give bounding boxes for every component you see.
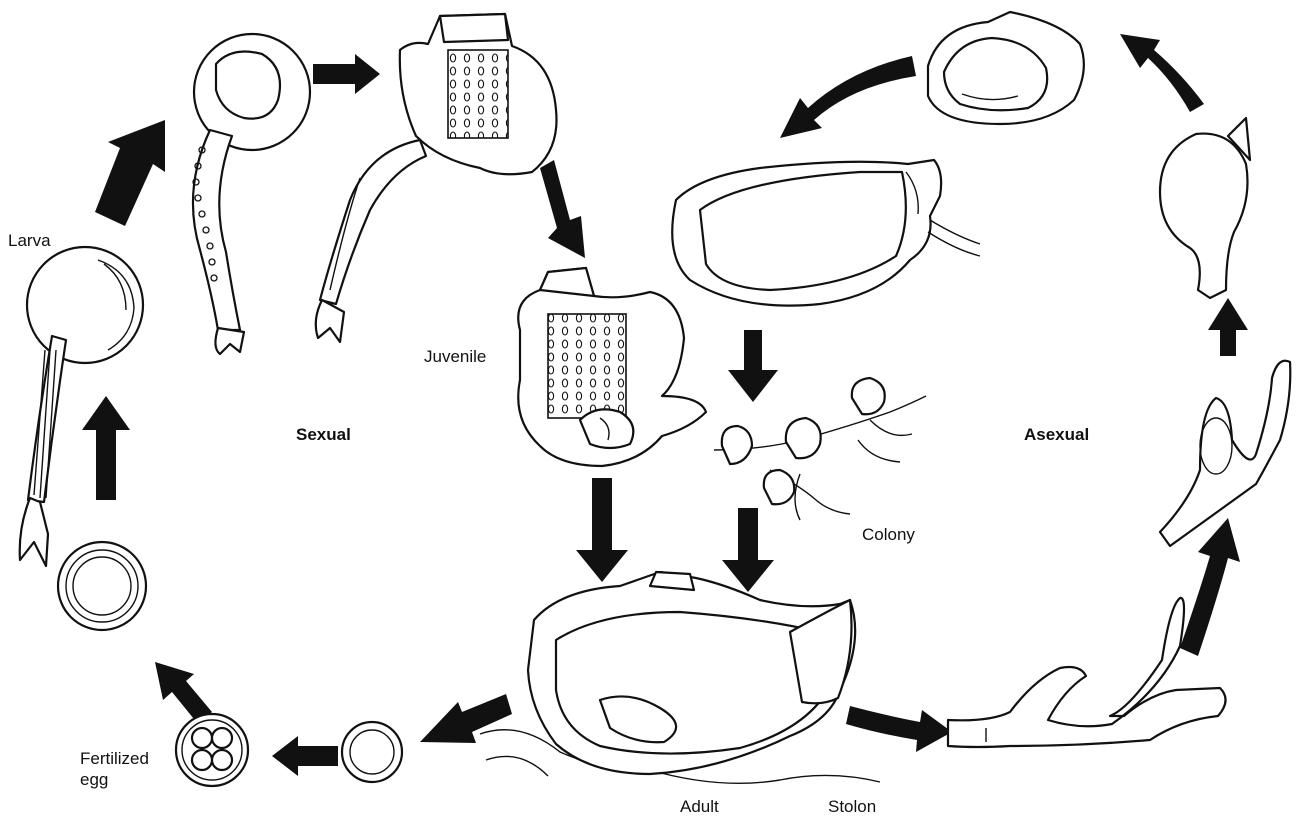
- colony: [714, 378, 926, 520]
- settling-larva: [316, 14, 557, 342]
- larva-swimming: [193, 34, 310, 354]
- arrow-settling-to-juvenile: [540, 160, 585, 258]
- arrow-egg-to-larva: [82, 396, 130, 500]
- arrow-adult-to-stolon: [846, 706, 952, 752]
- arrow-juvenile-to-adult: [576, 478, 628, 582]
- arrow-adult-to-egg: [420, 694, 512, 743]
- label-adult: Adult: [680, 796, 719, 817]
- label-larva: Larva: [8, 230, 51, 251]
- arrow-bud-to-zooid: [1208, 298, 1248, 356]
- egg: [342, 722, 402, 782]
- asexual-zooid: [672, 160, 980, 306]
- label-fertilized-egg: Fertilized egg: [80, 748, 149, 790]
- arrow-zooid-to-oozooid: [1120, 34, 1204, 112]
- arrow-zooid-to-colony: [728, 330, 778, 402]
- arrow-oozooid-to-zooid: [780, 56, 916, 138]
- arrow-stolon-to-bud: [1180, 518, 1240, 656]
- arrow-egg-to-cleavage: [272, 736, 338, 776]
- arrow-larva2-to-settling: [313, 54, 380, 94]
- mature-bud: [1160, 118, 1250, 298]
- arrow-larva-to-larva2: [95, 120, 165, 226]
- juvenile: [518, 268, 706, 466]
- larva-tailed: [20, 247, 143, 566]
- adult: [480, 572, 880, 783]
- label-asexual: Asexual: [1024, 424, 1089, 445]
- stolon: [948, 598, 1226, 747]
- cleavage-egg: [176, 714, 248, 786]
- label-colony: Colony: [862, 524, 915, 545]
- label-sexual: Sexual: [296, 424, 351, 445]
- bud-stage: [1160, 361, 1290, 546]
- oozooid: [928, 12, 1084, 124]
- fertilized-egg-early: [58, 542, 146, 630]
- label-juvenile: Juvenile: [424, 346, 486, 367]
- label-stolon: Stolon: [828, 796, 876, 817]
- arrow-colony-to-adult: [722, 508, 774, 592]
